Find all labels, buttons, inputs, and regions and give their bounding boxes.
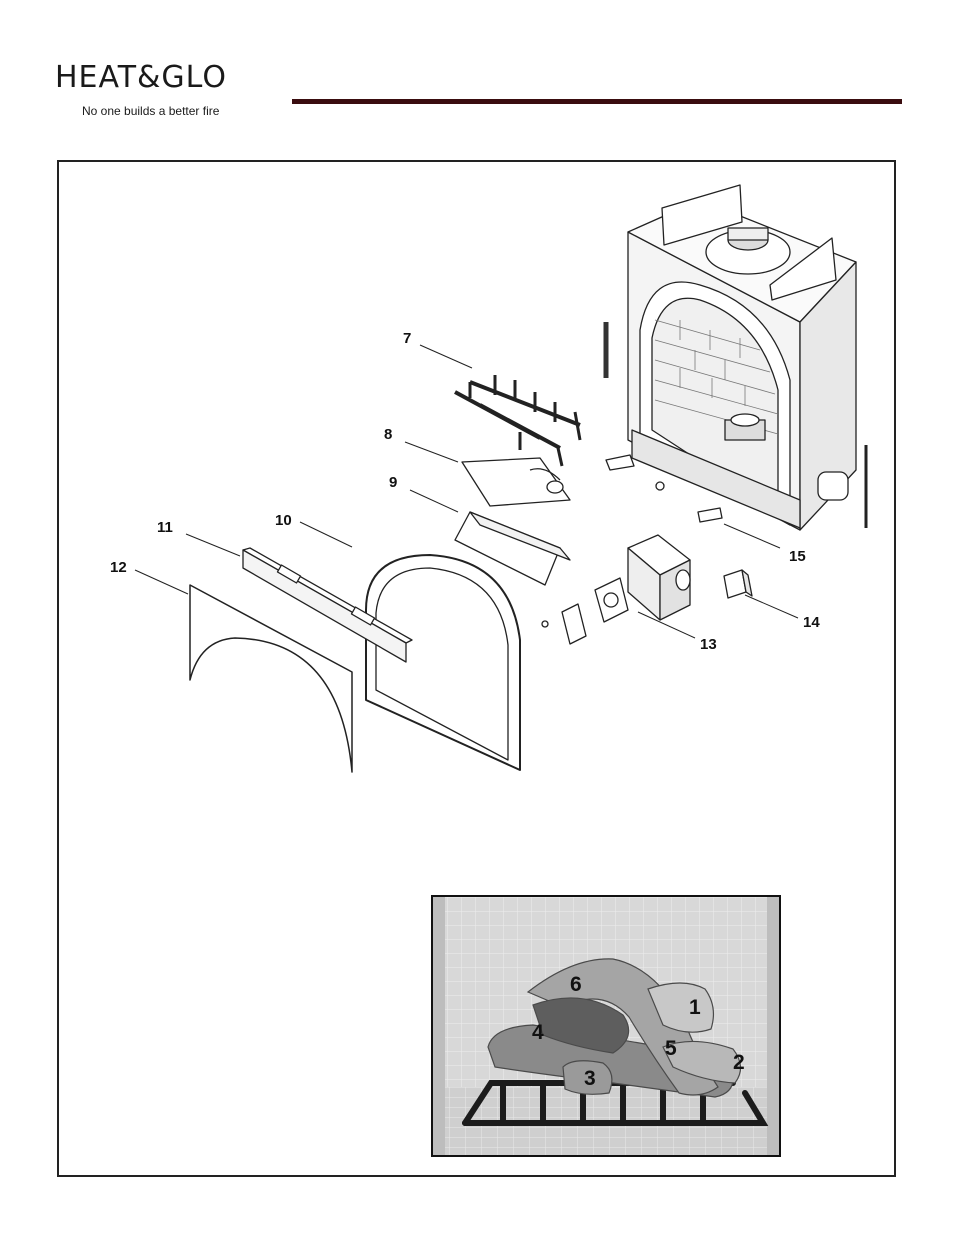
brand-tagline: No one builds a better fire [82, 104, 220, 118]
callout-leaders [134, 344, 799, 639]
photo-label-5: 5 [665, 1037, 677, 1060]
callout-14: 14 [803, 614, 820, 631]
log-set-illustration [433, 897, 779, 1155]
header-rule [292, 99, 902, 104]
callout-11: 11 [157, 519, 173, 536]
brand-logo: HEAT&GLO No one builds a better fire [55, 62, 295, 122]
photo-label-6: 6 [570, 973, 582, 996]
callout-10: 10 [275, 512, 292, 529]
part-14-switch-box [723, 569, 753, 599]
part-7-log-grate [454, 375, 582, 467]
callout-8: 8 [384, 426, 393, 443]
part-8-burner [461, 457, 571, 507]
callout-13: 13 [700, 636, 717, 653]
part-9-burner-tray [454, 511, 571, 586]
part-15-brackets [605, 454, 723, 523]
part-10-arched-door-frame [365, 554, 521, 771]
part-11-top-bracket [242, 547, 413, 663]
callout-12: 12 [110, 559, 127, 576]
callout-9: 9 [389, 474, 398, 491]
log-set-photo: 6 1 4 5 2 3 [431, 895, 781, 1157]
diagram-frame [57, 160, 896, 1177]
part-13-blower-assembly [541, 534, 691, 645]
photo-label-1: 1 [689, 996, 701, 1019]
callout-15: 15 [789, 548, 806, 565]
brand-wordmark: HEAT&GLO [55, 60, 227, 95]
photo-label-2: 2 [733, 1051, 745, 1074]
part-12-front-surround [189, 584, 353, 773]
photo-label-3: 3 [584, 1067, 596, 1090]
callout-7: 7 [403, 330, 412, 347]
photo-label-4: 4 [532, 1021, 544, 1044]
firebox-assembly [603, 184, 868, 531]
